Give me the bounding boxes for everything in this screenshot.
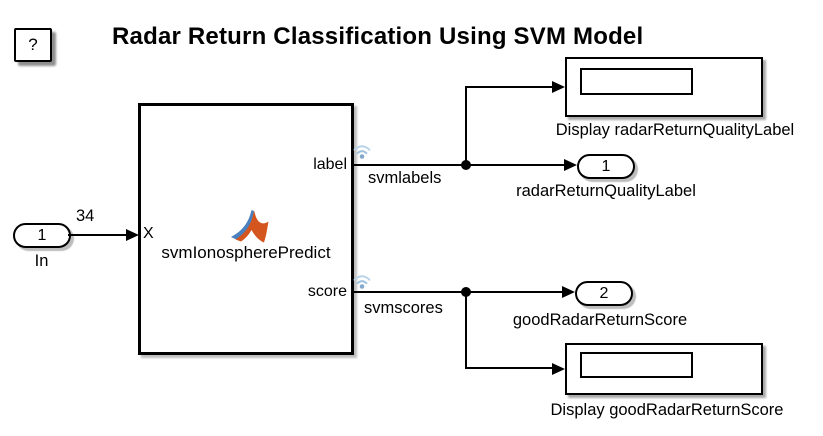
matlab-logo-icon — [231, 210, 269, 243]
help-button-label: ? — [28, 35, 38, 54]
display-block-label-caption: Display radarReturnQualityLabel — [555, 121, 795, 139]
signal-name-score: svmscores — [364, 299, 443, 317]
outport-label-number: 1 — [601, 157, 611, 175]
display-block-score[interactable] — [565, 343, 763, 395]
signal-name-label: svmlabels — [368, 169, 442, 187]
outport-label-caption: radarReturnQualityLabel — [516, 182, 696, 200]
signal-logging-icon-score[interactable] — [351, 270, 373, 292]
signal-line-to-display-bottom[interactable] — [465, 367, 553, 369]
outport-block-label[interactable]: 1 — [577, 154, 635, 179]
signal-line-label[interactable] — [351, 164, 564, 166]
svm-predict-block[interactable]: X label score svmIonospherePredict — [138, 103, 354, 355]
inport-number: 1 — [37, 226, 47, 244]
display-block-score-caption: Display goodRadarReturnScore — [550, 401, 784, 419]
arrowhead-display-bottom — [552, 363, 565, 375]
outport-score-caption: goodRadarReturnScore — [512, 311, 688, 329]
signal-dimension-label: 34 — [76, 207, 95, 225]
display-value-field-bottom — [580, 352, 693, 378]
arrowhead-outport-bottom — [562, 286, 575, 298]
help-button[interactable]: ? — [14, 28, 52, 62]
display-value-field-top — [580, 68, 693, 95]
signal-logging-icon-label[interactable] — [351, 140, 373, 162]
signal-line-score[interactable] — [351, 291, 563, 293]
block-input-port-label: X — [143, 225, 154, 242]
signal-line-input[interactable] — [68, 234, 127, 236]
signal-line-score-branch-down[interactable] — [465, 292, 467, 369]
display-block-label[interactable] — [565, 57, 763, 117]
signal-line-label-branch-up[interactable] — [465, 86, 467, 166]
arrowhead-input — [126, 229, 139, 241]
inport-label: In — [34, 252, 49, 270]
block-output-port-label-top: label — [313, 156, 347, 173]
outport-block-score[interactable]: 2 — [575, 281, 633, 306]
arrowhead-display-top — [552, 81, 565, 93]
block-name: svmIonospherePredict — [161, 243, 331, 262]
signal-line-to-display-top[interactable] — [465, 86, 553, 88]
outport-score-number: 2 — [599, 284, 609, 302]
model-title: Radar Return Classification Using SVM Mo… — [112, 23, 644, 50]
arrowhead-outport-top — [564, 159, 577, 171]
inport-block-in[interactable]: 1 — [13, 223, 71, 248]
block-output-port-label-bottom: score — [307, 283, 347, 300]
